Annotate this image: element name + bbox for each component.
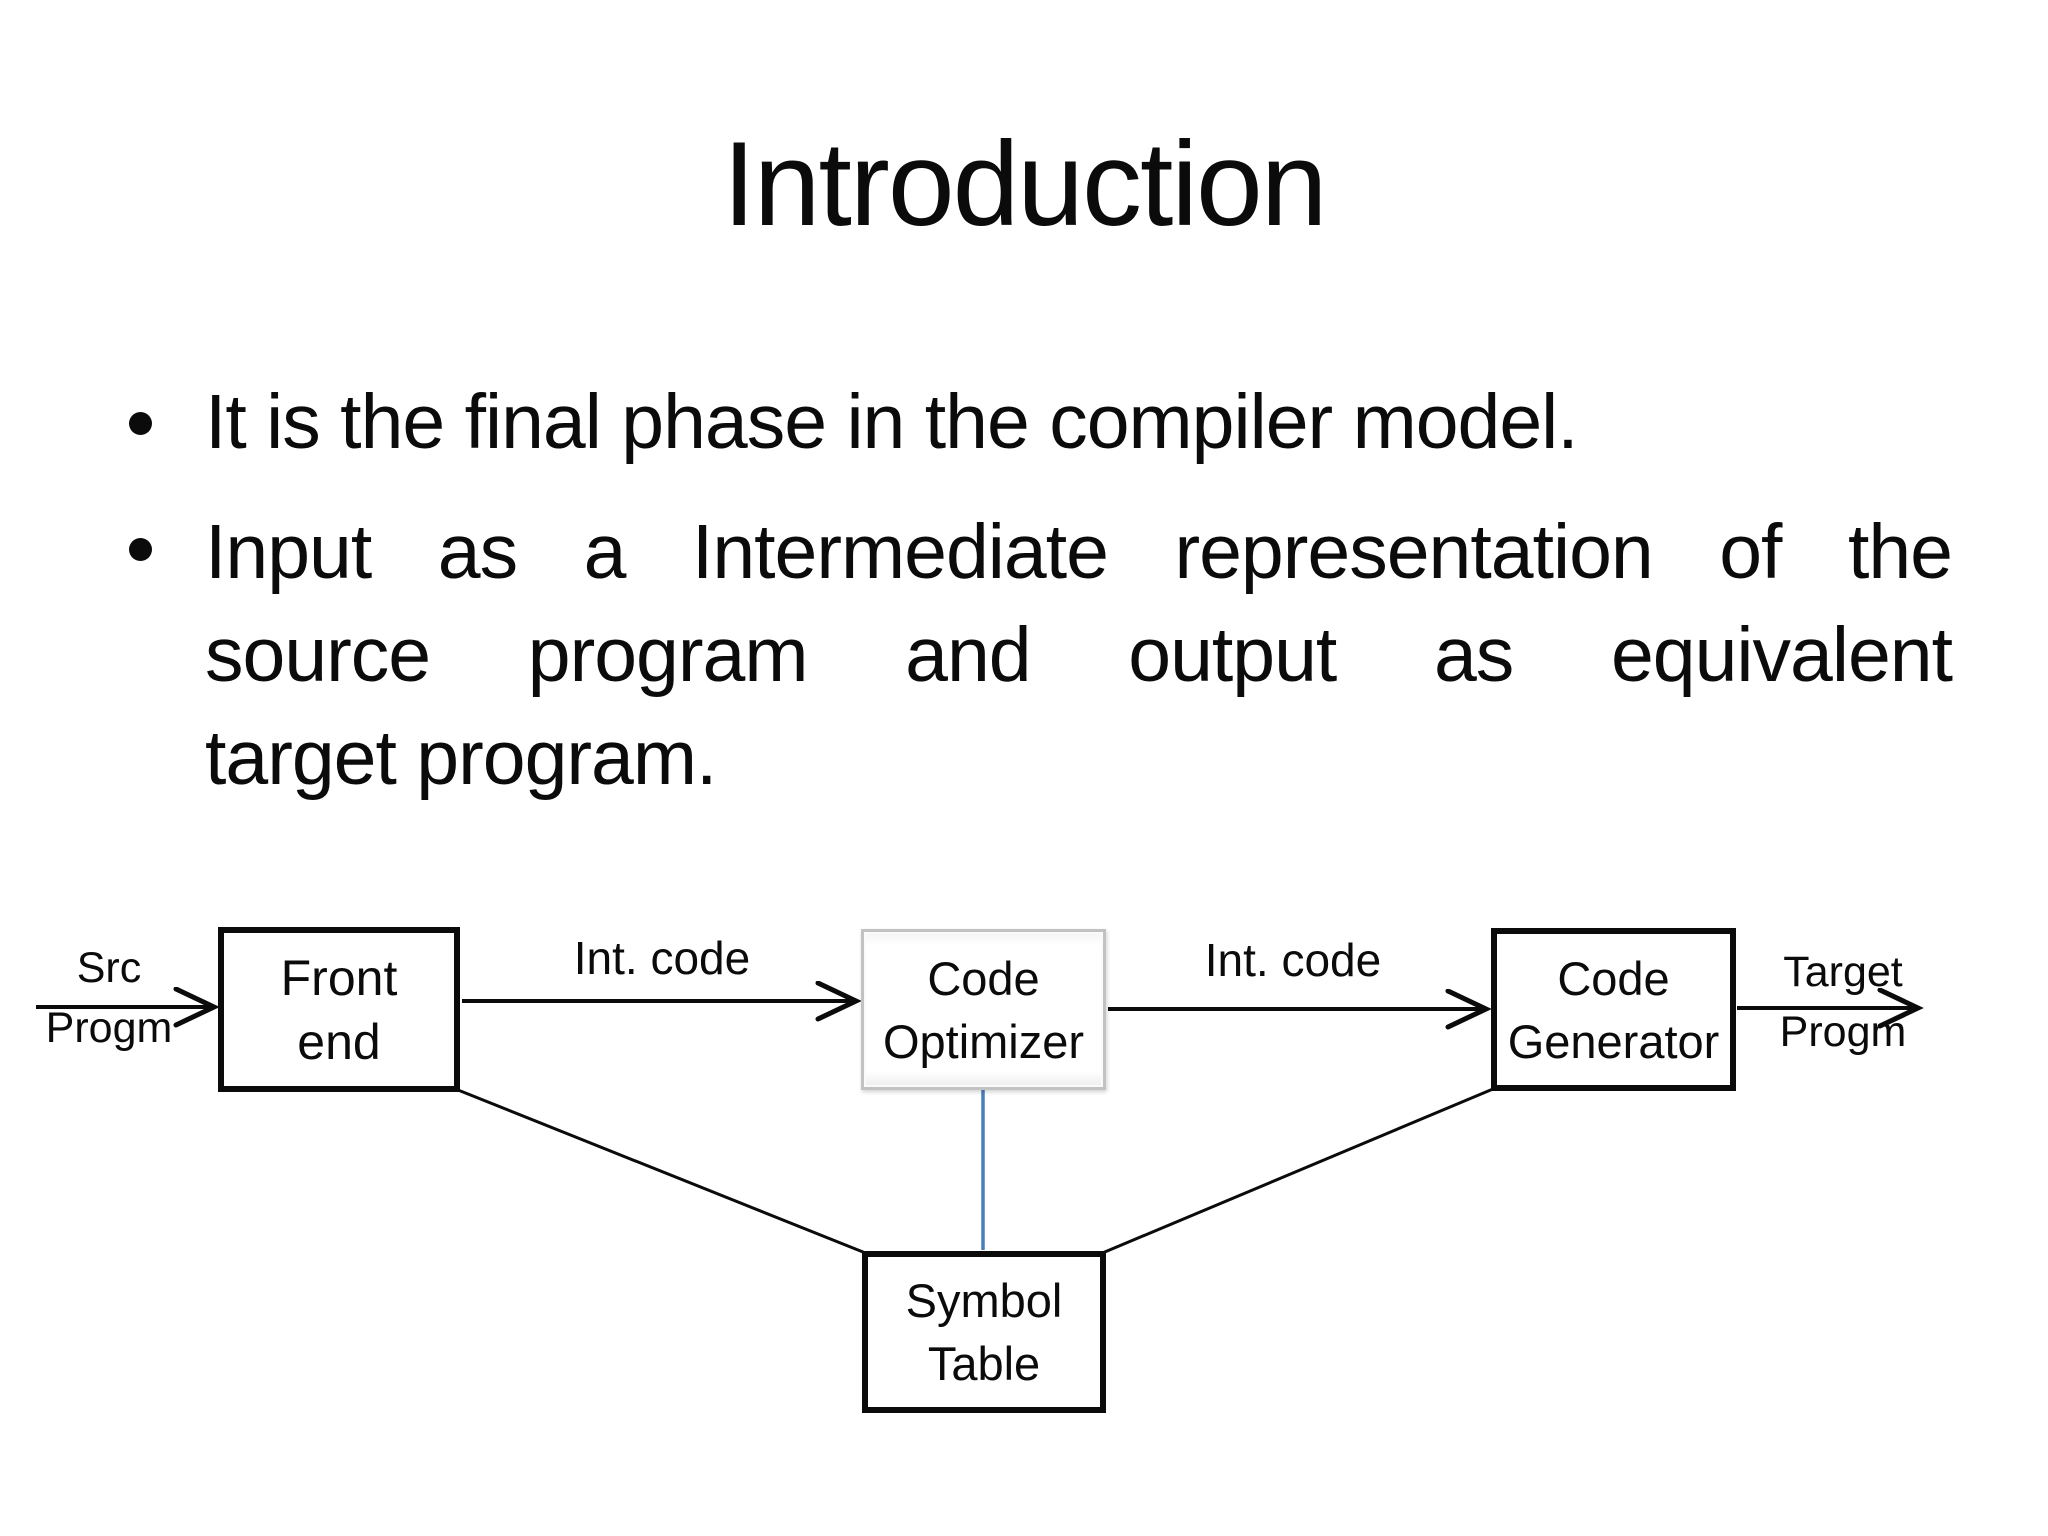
int-code-label-1: Int. code <box>573 932 751 984</box>
code-optimizer-box: Code Optimizer <box>861 929 1106 1090</box>
bullet-2-line-2: source program and output as equivalent <box>205 612 1953 698</box>
symbol-table-box: Symbol Table <box>862 1251 1106 1413</box>
target-progm-line2: Progm <box>1779 1008 1907 1056</box>
line-symboltable-to-generator <box>1099 1087 1494 1256</box>
line-frontend-to-symboltable <box>457 1088 869 1256</box>
src-progm-line1: Src <box>76 944 142 992</box>
code-generator-label-line2: Generator <box>1507 1014 1720 1068</box>
src-progm-line2: Progm <box>45 1004 173 1052</box>
front-end-label-line2: end <box>297 1013 381 1070</box>
bullet-2-line-1: Input as a Intermediate representation o… <box>205 509 1953 595</box>
code-generator-label-line1: Code <box>1557 951 1670 1005</box>
src-progm-label: Src Progm <box>19 938 199 1058</box>
bullet-1-line-1: It is the final phase in the compiler mo… <box>205 379 1579 465</box>
code-optimizer-label-line2: Optimizer <box>882 1014 1085 1068</box>
code-generator-box: Code Generator <box>1491 928 1736 1091</box>
symbol-table-label-line2: Table <box>927 1337 1041 1390</box>
target-progm-line1: Target <box>1783 948 1903 996</box>
bullet-item-1: It is the final phase in the compiler mo… <box>205 371 1952 474</box>
int-code-label-2: Int. code <box>1204 934 1382 986</box>
code-optimizer-label-line1: Code <box>927 951 1040 1005</box>
bullet-2-line-3: target program. <box>205 715 717 801</box>
bullet-marker <box>129 538 152 561</box>
target-progm-label: Target Progm <box>1743 942 1943 1062</box>
bullet-marker <box>129 412 152 435</box>
symbol-table-label-line1: Symbol <box>905 1274 1063 1327</box>
front-end-label-line1: Front <box>280 949 398 1006</box>
page-title: Introduction <box>722 117 1327 251</box>
bullet-item-2: Input as a Intermediate representation o… <box>205 501 1953 810</box>
front-end-box: Front end <box>218 927 460 1092</box>
